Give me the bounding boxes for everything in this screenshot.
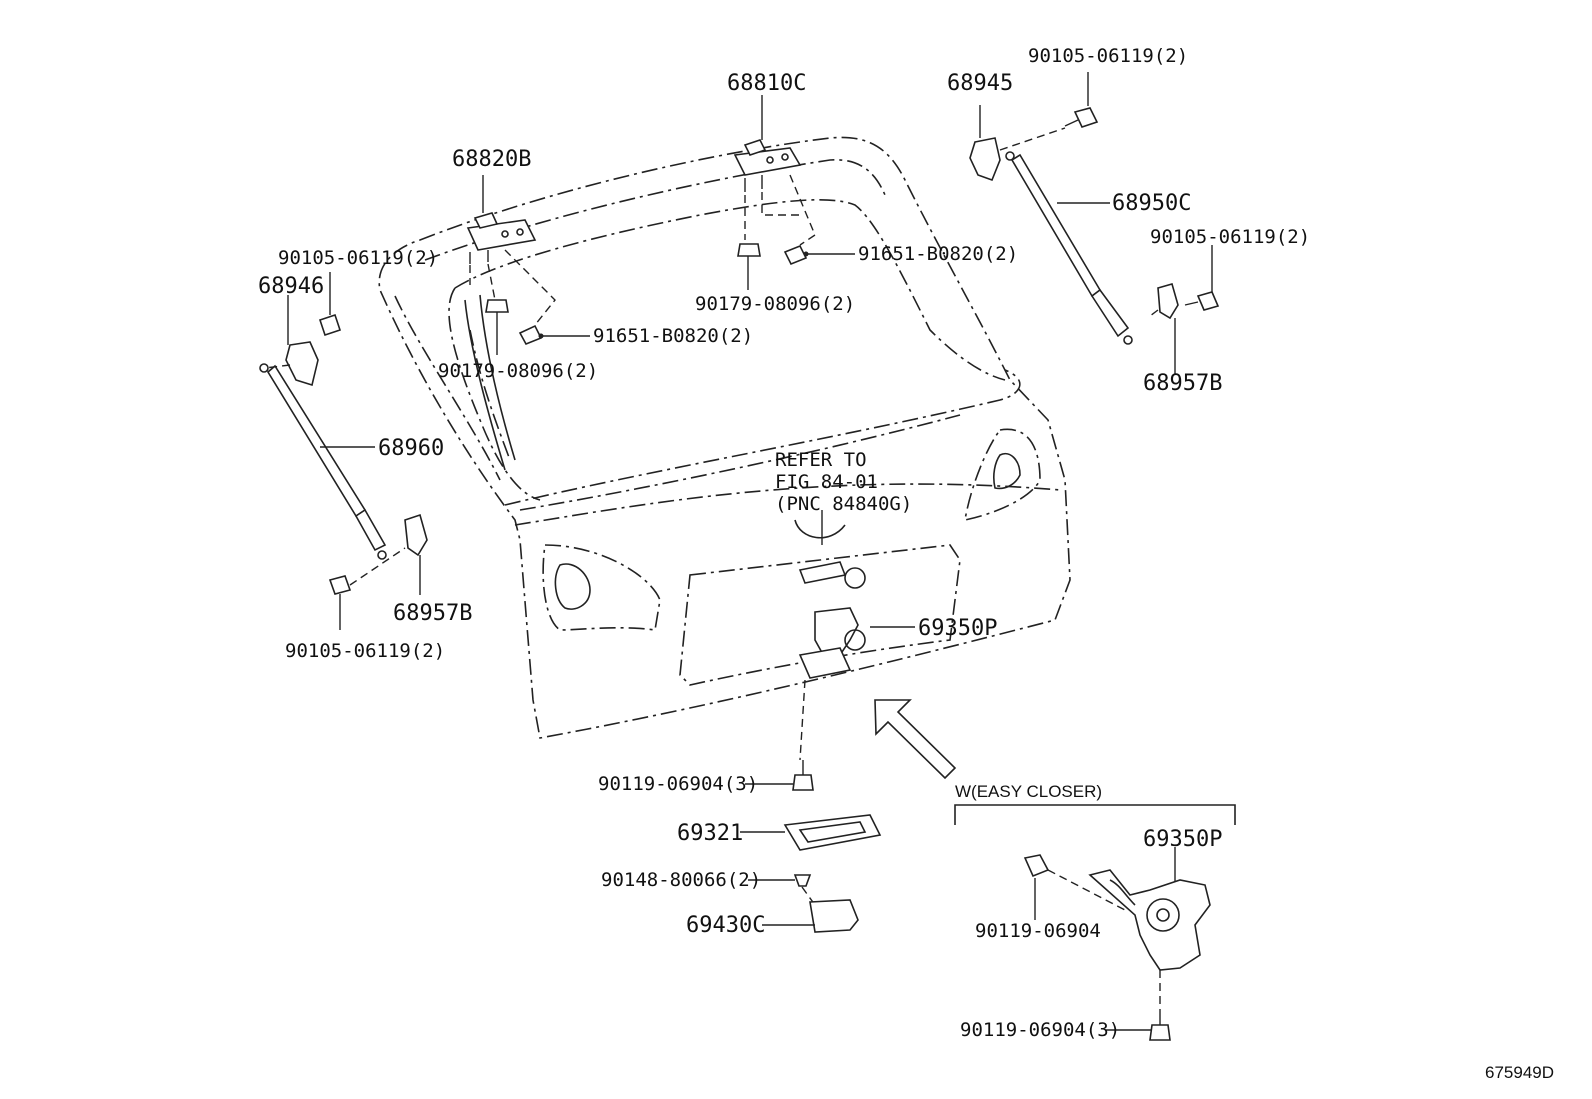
bracket-68946: [264, 295, 319, 387]
figure-id: 675949D: [1485, 1063, 1554, 1082]
label-69350P-inset: 69350P: [1143, 827, 1222, 852]
cover-69321: [740, 814, 882, 851]
label-90119-3: 90119-06904(3): [598, 773, 758, 795]
bracket-68957B-left: [404, 513, 428, 595]
label-90119-inset: 90119-06904: [975, 920, 1101, 942]
handle-84840G: [798, 510, 847, 584]
label-68820B: 68820B: [452, 147, 531, 172]
refer-line-2: FIG 84-01: [775, 471, 878, 493]
label-90105-left: 90105-06119(2): [278, 247, 438, 269]
nut-90179-left: [485, 299, 509, 355]
easy-closer-inset: [954, 804, 1236, 1041]
label-90119-inset-3: 90119-06904(3): [960, 1019, 1120, 1041]
label-68960: 68960: [378, 436, 444, 461]
label-68950C: 68950C: [1112, 191, 1191, 216]
bracket-68945: [969, 105, 1066, 182]
label-69430C: 69430C: [686, 913, 765, 938]
label-68810C: 68810C: [727, 71, 806, 96]
switch-69430C: [762, 899, 859, 933]
hinge-68820B: [466, 212, 537, 264]
refer-line-3: (PNC 84840G): [775, 493, 912, 515]
label-90105-right: 90105-06119(2): [1150, 226, 1310, 248]
hinge-68810C: [733, 139, 802, 192]
label-91651-top: 91651-B0820(2): [858, 243, 1018, 265]
label-90105-bottom: 90105-06119(2): [285, 640, 445, 662]
label-69350P: 69350P: [918, 616, 997, 641]
bolt-91651-top: [783, 244, 855, 266]
gas-strut-68950C: [1005, 151, 1133, 345]
label-68945: 68945: [947, 71, 1013, 96]
label-90179-top: 90179-08096(2): [695, 293, 855, 315]
lock-69350P: [798, 607, 915, 761]
label-69321: 69321: [677, 821, 743, 846]
label-90179-left: 90179-08096(2): [438, 360, 598, 382]
bolt-91651-left: [518, 324, 590, 346]
bolt-90119: [745, 760, 814, 791]
label-easy-closer: W(EASY CLOSER): [955, 782, 1102, 801]
bracket-68957B-right: [1149, 283, 1179, 375]
label-91651-left: 91651-B0820(2): [593, 325, 753, 347]
label-68946: 68946: [258, 274, 324, 299]
bolt-90105-right: [1184, 245, 1220, 311]
bolt-90105-left: [318, 272, 342, 337]
label-90148: 90148-80066(2): [601, 869, 761, 891]
label-90105-top: 90105-06119(2): [1028, 45, 1188, 67]
label-68957B-right: 68957B: [1143, 371, 1222, 396]
label-68957B-left: 68957B: [393, 601, 472, 626]
arrow-pointer: [874, 699, 957, 780]
nut-90179-top: [737, 243, 761, 290]
bolt-90105-bottom: [328, 547, 406, 630]
gas-strut-68960: [259, 363, 387, 560]
refer-line-1: REFER TO: [775, 449, 867, 471]
bolt-90105-top: [1064, 72, 1099, 128]
